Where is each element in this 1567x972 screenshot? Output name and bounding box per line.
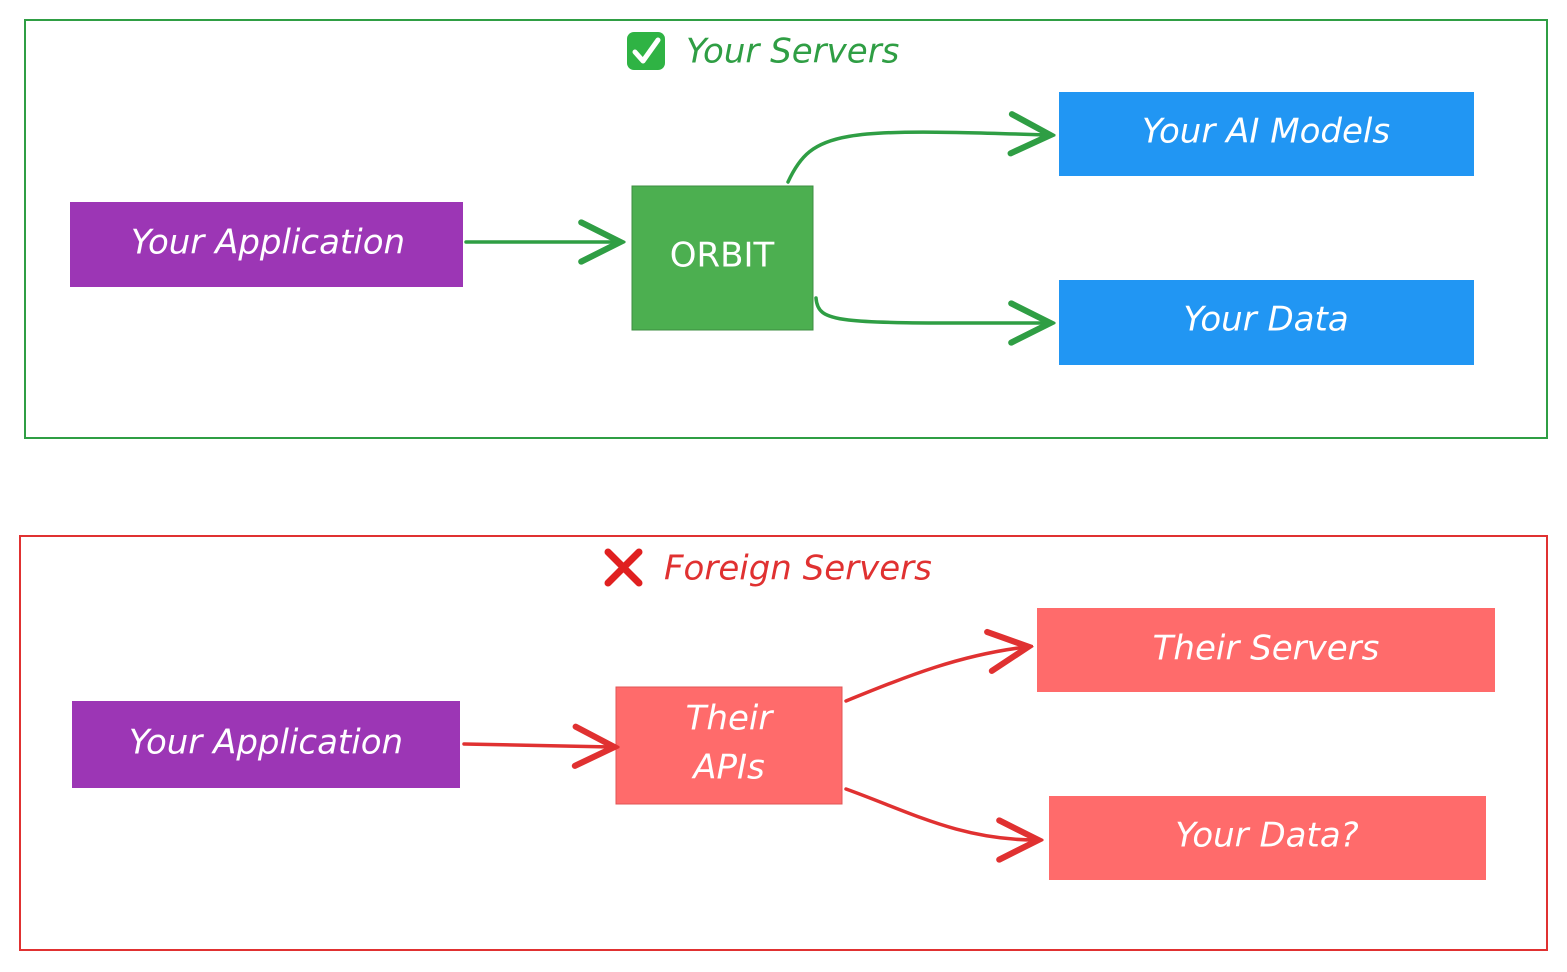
bottom-your-application-label: Your Application [129,723,403,763]
their-servers-label: Their Servers [1153,629,1380,669]
foreign-servers-panel: Foreign Servers Your Application Their A… [19,535,1548,951]
your-servers-title: Your Servers [686,32,899,72]
foreign-servers-panel-border [19,535,1548,951]
bottom-your-application-node: Your Application [72,701,460,788]
arrow-apis-to-data [844,787,1036,840]
bottom-your-data-label: Your Data? [1175,816,1358,856]
your-servers-panel: Your Servers Your Application ORBIT Your… [24,19,1548,439]
their-servers-node: Their Servers [1037,608,1495,692]
their-apis-label-line1: Their [686,699,775,739]
arrow-app-to-apis [462,744,612,747]
top-your-data-label: Your Data [1183,300,1348,340]
orbit-label: ORBIT [670,236,775,276]
top-your-data-node: Your Data [1059,280,1474,365]
your-ai-models-label: Your AI Models [1142,112,1390,152]
your-servers-panel-border [24,19,1548,439]
bottom-your-data-node: Your Data? [1049,796,1486,880]
your-ai-models-node: Your AI Models [1059,92,1474,176]
their-apis-node: Their APIs [615,686,843,805]
cross-mark-icon [604,548,643,587]
check-mark-icon [627,32,665,70]
top-your-application-label: Your Application [131,223,405,263]
top-your-application-node: Your Application [70,202,463,287]
arrow-orbit-to-models [786,132,1048,184]
orbit-node: ORBIT [631,185,814,331]
their-apis-label-line2: APIs [691,748,765,788]
arrow-apis-to-servers [844,647,1026,703]
foreign-servers-title: Foreign Servers [664,549,932,589]
arrow-orbit-to-data [814,296,1048,323]
